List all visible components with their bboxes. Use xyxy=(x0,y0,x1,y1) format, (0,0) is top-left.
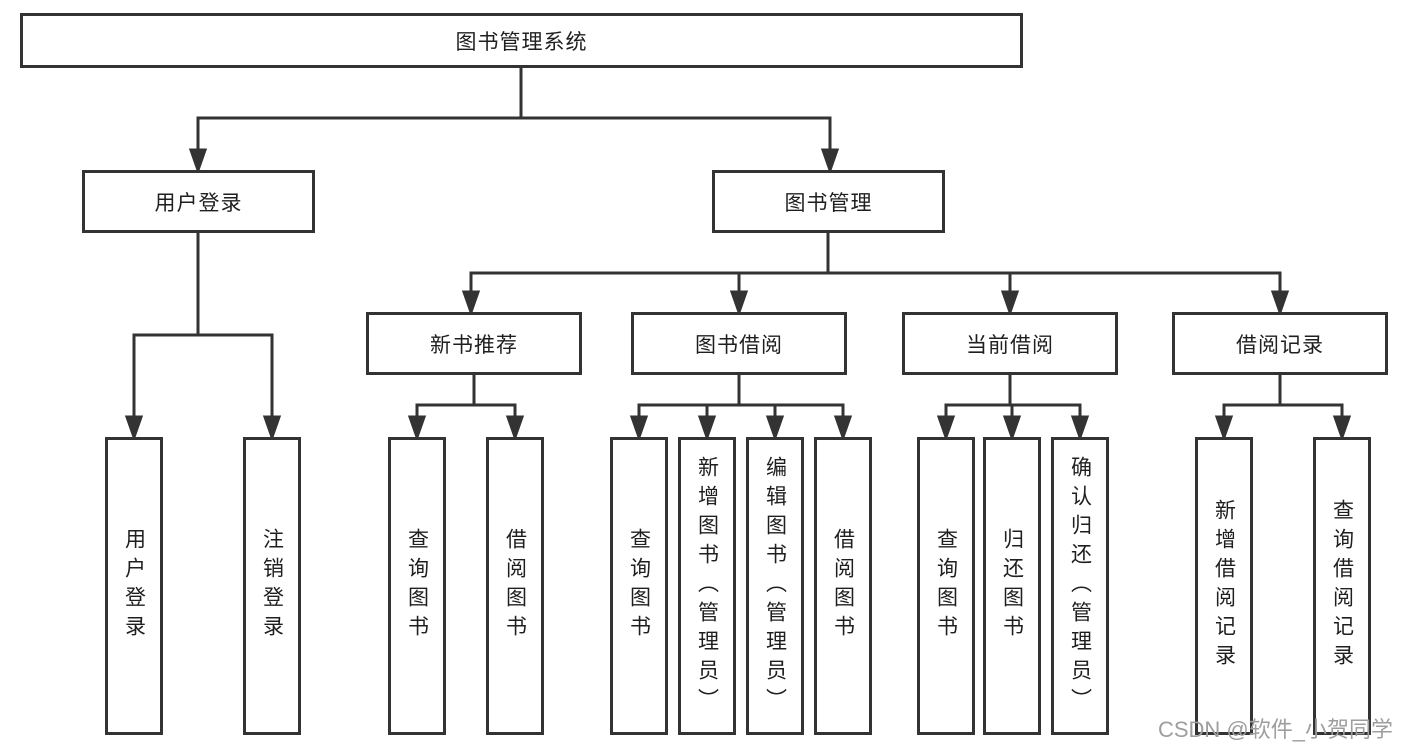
leaf-return-books: 归还图书 xyxy=(983,437,1041,735)
watermark: CSDN @软件_小贺同学 xyxy=(1157,717,1393,742)
leaf-query-books-recommend-label: 查询图书 xyxy=(405,528,429,644)
node-borrowing-records: 借阅记录 xyxy=(1172,312,1388,375)
leaf-query-borrow-record: 查询借阅记录 xyxy=(1313,437,1371,735)
leaf-confirm-return-admin: 确认归还（管理员） xyxy=(1051,437,1109,735)
leaf-confirm-return-admin-label: 确认归还（管理员） xyxy=(1068,455,1092,717)
node-book-borrowing: 图书借阅 xyxy=(631,312,847,375)
leaf-query-books-current: 查询图书 xyxy=(917,437,975,735)
leaf-add-books-admin: 新增图书（管理员） xyxy=(678,437,736,735)
connector-book-management-split xyxy=(461,233,1290,317)
leaf-query-books-borrowing: 查询图书 xyxy=(610,437,668,735)
leaf-query-books-recommend: 查询图书 xyxy=(388,437,446,735)
leaf-user-login-label: 用户登录 xyxy=(122,528,146,644)
leaf-logout: 注销登录 xyxy=(243,437,301,735)
leaf-borrow-books-borrowing-label: 借阅图书 xyxy=(831,528,855,644)
leaf-logout-label: 注销登录 xyxy=(260,528,284,644)
leaf-add-books-admin-label: 新增图书（管理员） xyxy=(695,455,719,717)
node-root: 图书管理系统 xyxy=(20,13,1023,68)
node-book-management: 图书管理 xyxy=(712,170,945,233)
node-current-borrowing: 当前借阅 xyxy=(902,312,1118,375)
leaf-return-books-label: 归还图书 xyxy=(1000,528,1024,644)
leaf-borrow-books-recommend: 借阅图书 xyxy=(486,437,544,735)
leaf-edit-books-admin-label: 编辑图书（管理员） xyxy=(763,455,787,717)
connector-user-login-split xyxy=(124,233,282,442)
leaf-user-login: 用户登录 xyxy=(105,437,163,735)
node-new-book-recommend: 新书推荐 xyxy=(366,312,582,375)
node-user-login: 用户登录 xyxy=(82,170,315,233)
connector-borrowing-records-split xyxy=(1214,375,1352,442)
connector-book-borrowing-split xyxy=(629,375,853,442)
leaf-borrow-books-recommend-label: 借阅图书 xyxy=(503,528,527,644)
leaf-query-books-borrowing-label: 查询图书 xyxy=(627,528,651,644)
leaf-add-borrow-record-label: 新增借阅记录 xyxy=(1212,499,1236,673)
connector-root-split xyxy=(188,68,840,175)
connector-new-book-recommend-split xyxy=(407,375,525,442)
leaf-edit-books-admin: 编辑图书（管理员） xyxy=(746,437,804,735)
leaf-add-borrow-record: 新增借阅记录 xyxy=(1195,437,1253,735)
connector-current-borrowing-split xyxy=(936,375,1090,442)
leaf-borrow-books-borrowing: 借阅图书 xyxy=(814,437,872,735)
leaf-query-books-current-label: 查询图书 xyxy=(934,528,958,644)
leaf-query-borrow-record-label: 查询借阅记录 xyxy=(1330,499,1354,673)
